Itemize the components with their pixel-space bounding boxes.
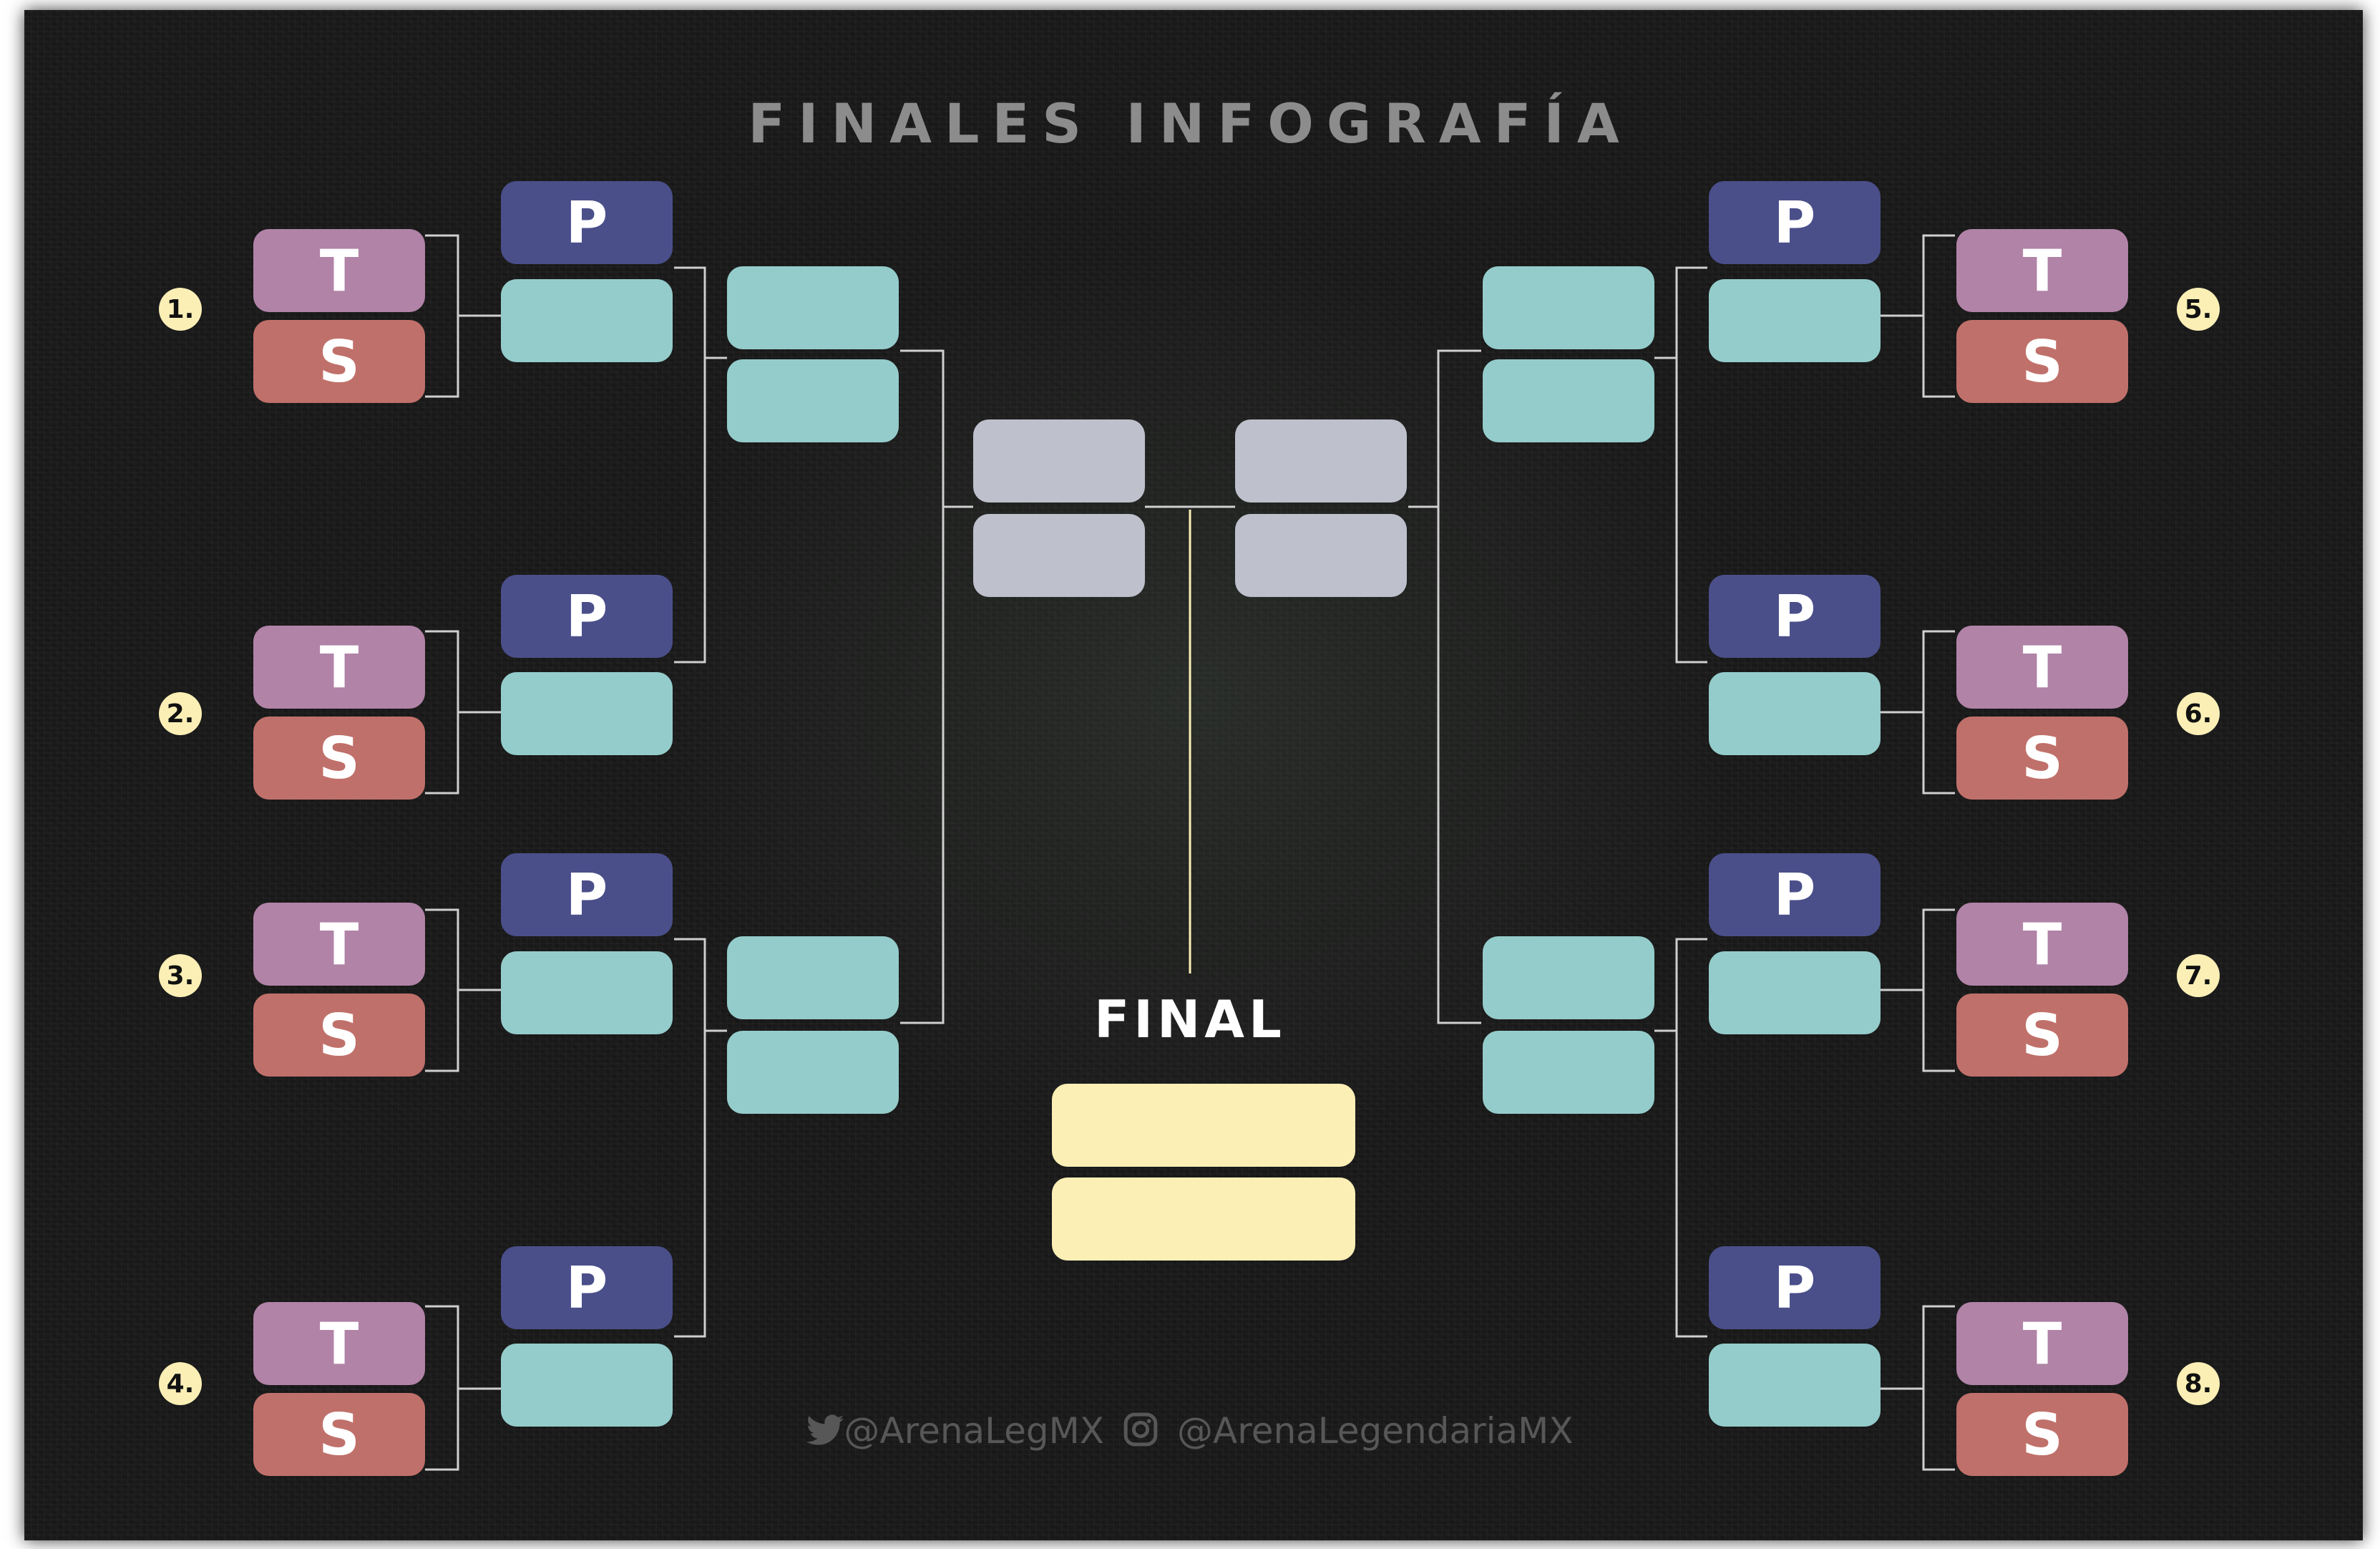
quarterfinal-slot-right-1[interactable] <box>1483 266 1654 349</box>
s-slot-3[interactable]: S <box>253 994 425 1077</box>
p-slot-7[interactable]: P <box>1709 853 1881 936</box>
round1-winner-slot-3[interactable] <box>501 951 673 1034</box>
s-slot-6[interactable]: S <box>1956 717 2128 800</box>
t-slot-5[interactable]: T <box>1956 229 2128 312</box>
social-footer: @ArenaLegMX @ArenaLegendariaMX <box>0 1410 2380 1456</box>
seed-badge-4: 4. <box>159 1362 202 1405</box>
connector-qf-top-right <box>1654 266 1707 664</box>
connector-qf-bottom-right <box>1654 938 1707 1338</box>
p-slot-4[interactable]: P <box>501 1246 673 1329</box>
round1-winner-slot-2[interactable] <box>501 672 673 755</box>
s-slot-7[interactable]: S <box>1956 994 2128 1077</box>
final-slot-1[interactable] <box>1052 1084 1355 1167</box>
round1-winner-slot-1[interactable] <box>501 279 673 362</box>
quarterfinal-slot-left-2[interactable] <box>727 359 899 442</box>
quarterfinal-slot-left-4[interactable] <box>727 1031 899 1114</box>
connector-ts-8 <box>1881 1305 1955 1471</box>
seed-badge-7: 7. <box>2177 954 2220 997</box>
connector-sf-right <box>1408 349 1481 1024</box>
s-slot-1[interactable]: S <box>253 320 425 403</box>
seed-badge-6: 6. <box>2177 692 2220 735</box>
semifinal-slot-left-2[interactable] <box>973 514 1145 597</box>
connector-ts-1 <box>425 234 501 398</box>
seed-badge-8: 8. <box>2177 1362 2220 1405</box>
quarterfinal-slot-left-1[interactable] <box>727 266 899 349</box>
t-slot-8[interactable]: T <box>1956 1302 2128 1385</box>
page-title: FINALES INFOGRAFÍA <box>748 92 1632 155</box>
t-slot-7[interactable]: T <box>1956 903 2128 986</box>
connector-ts-2 <box>425 630 501 795</box>
s-slot-4[interactable]: S <box>253 1393 425 1476</box>
p-slot-6[interactable]: P <box>1709 575 1881 658</box>
connector-qf-top-left <box>674 266 727 664</box>
s-slot-2[interactable]: S <box>253 717 425 800</box>
twitter-bird-icon <box>806 1413 844 1455</box>
quarterfinal-slot-right-4[interactable] <box>1483 1031 1654 1114</box>
connector-ts-7 <box>1881 908 1955 1072</box>
t-slot-2[interactable]: T <box>253 626 425 709</box>
p-slot-5[interactable]: P <box>1709 181 1881 264</box>
quarterfinal-slot-right-2[interactable] <box>1483 359 1654 442</box>
connector-ts-3 <box>425 908 501 1072</box>
connector-ts-4 <box>425 1305 501 1471</box>
seed-badge-1: 1. <box>159 288 202 331</box>
s-slot-8[interactable]: S <box>1956 1393 2128 1476</box>
connector-qf-bottom-left <box>674 938 727 1338</box>
seed-badge-2: 2. <box>159 692 202 735</box>
instagram-icon <box>1123 1412 1159 1456</box>
round1-winner-slot-6[interactable] <box>1709 672 1881 755</box>
seed-badge-3: 3. <box>159 954 202 997</box>
quarterfinal-slot-right-3[interactable] <box>1483 936 1654 1019</box>
connector-ts-5 <box>1881 234 1955 398</box>
round1-winner-slot-5[interactable] <box>1709 279 1881 362</box>
twitter-handle[interactable]: @ArenaLegMX <box>844 1410 1105 1452</box>
t-slot-6[interactable]: T <box>1956 626 2128 709</box>
round1-winner-slot-8[interactable] <box>1709 1344 1881 1427</box>
seed-badge-5: 5. <box>2177 288 2220 331</box>
final-label: FINAL <box>1094 989 1286 1049</box>
p-slot-3[interactable]: P <box>501 853 673 936</box>
instagram-handle[interactable]: @ArenaLegendariaMX <box>1177 1410 1574 1452</box>
p-slot-2[interactable]: P <box>501 575 673 658</box>
p-slot-8[interactable]: P <box>1709 1246 1881 1329</box>
final-slot-2[interactable] <box>1052 1177 1355 1261</box>
round1-winner-slot-7[interactable] <box>1709 951 1881 1034</box>
t-slot-4[interactable]: T <box>253 1302 425 1385</box>
t-slot-1[interactable]: T <box>253 229 425 312</box>
semifinal-slot-right-1[interactable] <box>1235 419 1407 502</box>
round1-winner-slot-4[interactable] <box>501 1344 673 1427</box>
semifinal-slot-left-1[interactable] <box>973 419 1145 502</box>
p-slot-1[interactable]: P <box>501 181 673 264</box>
connector-sf-left <box>900 349 973 1024</box>
quarterfinal-slot-left-3[interactable] <box>727 936 899 1019</box>
connector-ts-6 <box>1881 630 1955 795</box>
t-slot-3[interactable]: T <box>253 903 425 986</box>
s-slot-5[interactable]: S <box>1956 320 2128 403</box>
semifinal-slot-right-2[interactable] <box>1235 514 1407 597</box>
